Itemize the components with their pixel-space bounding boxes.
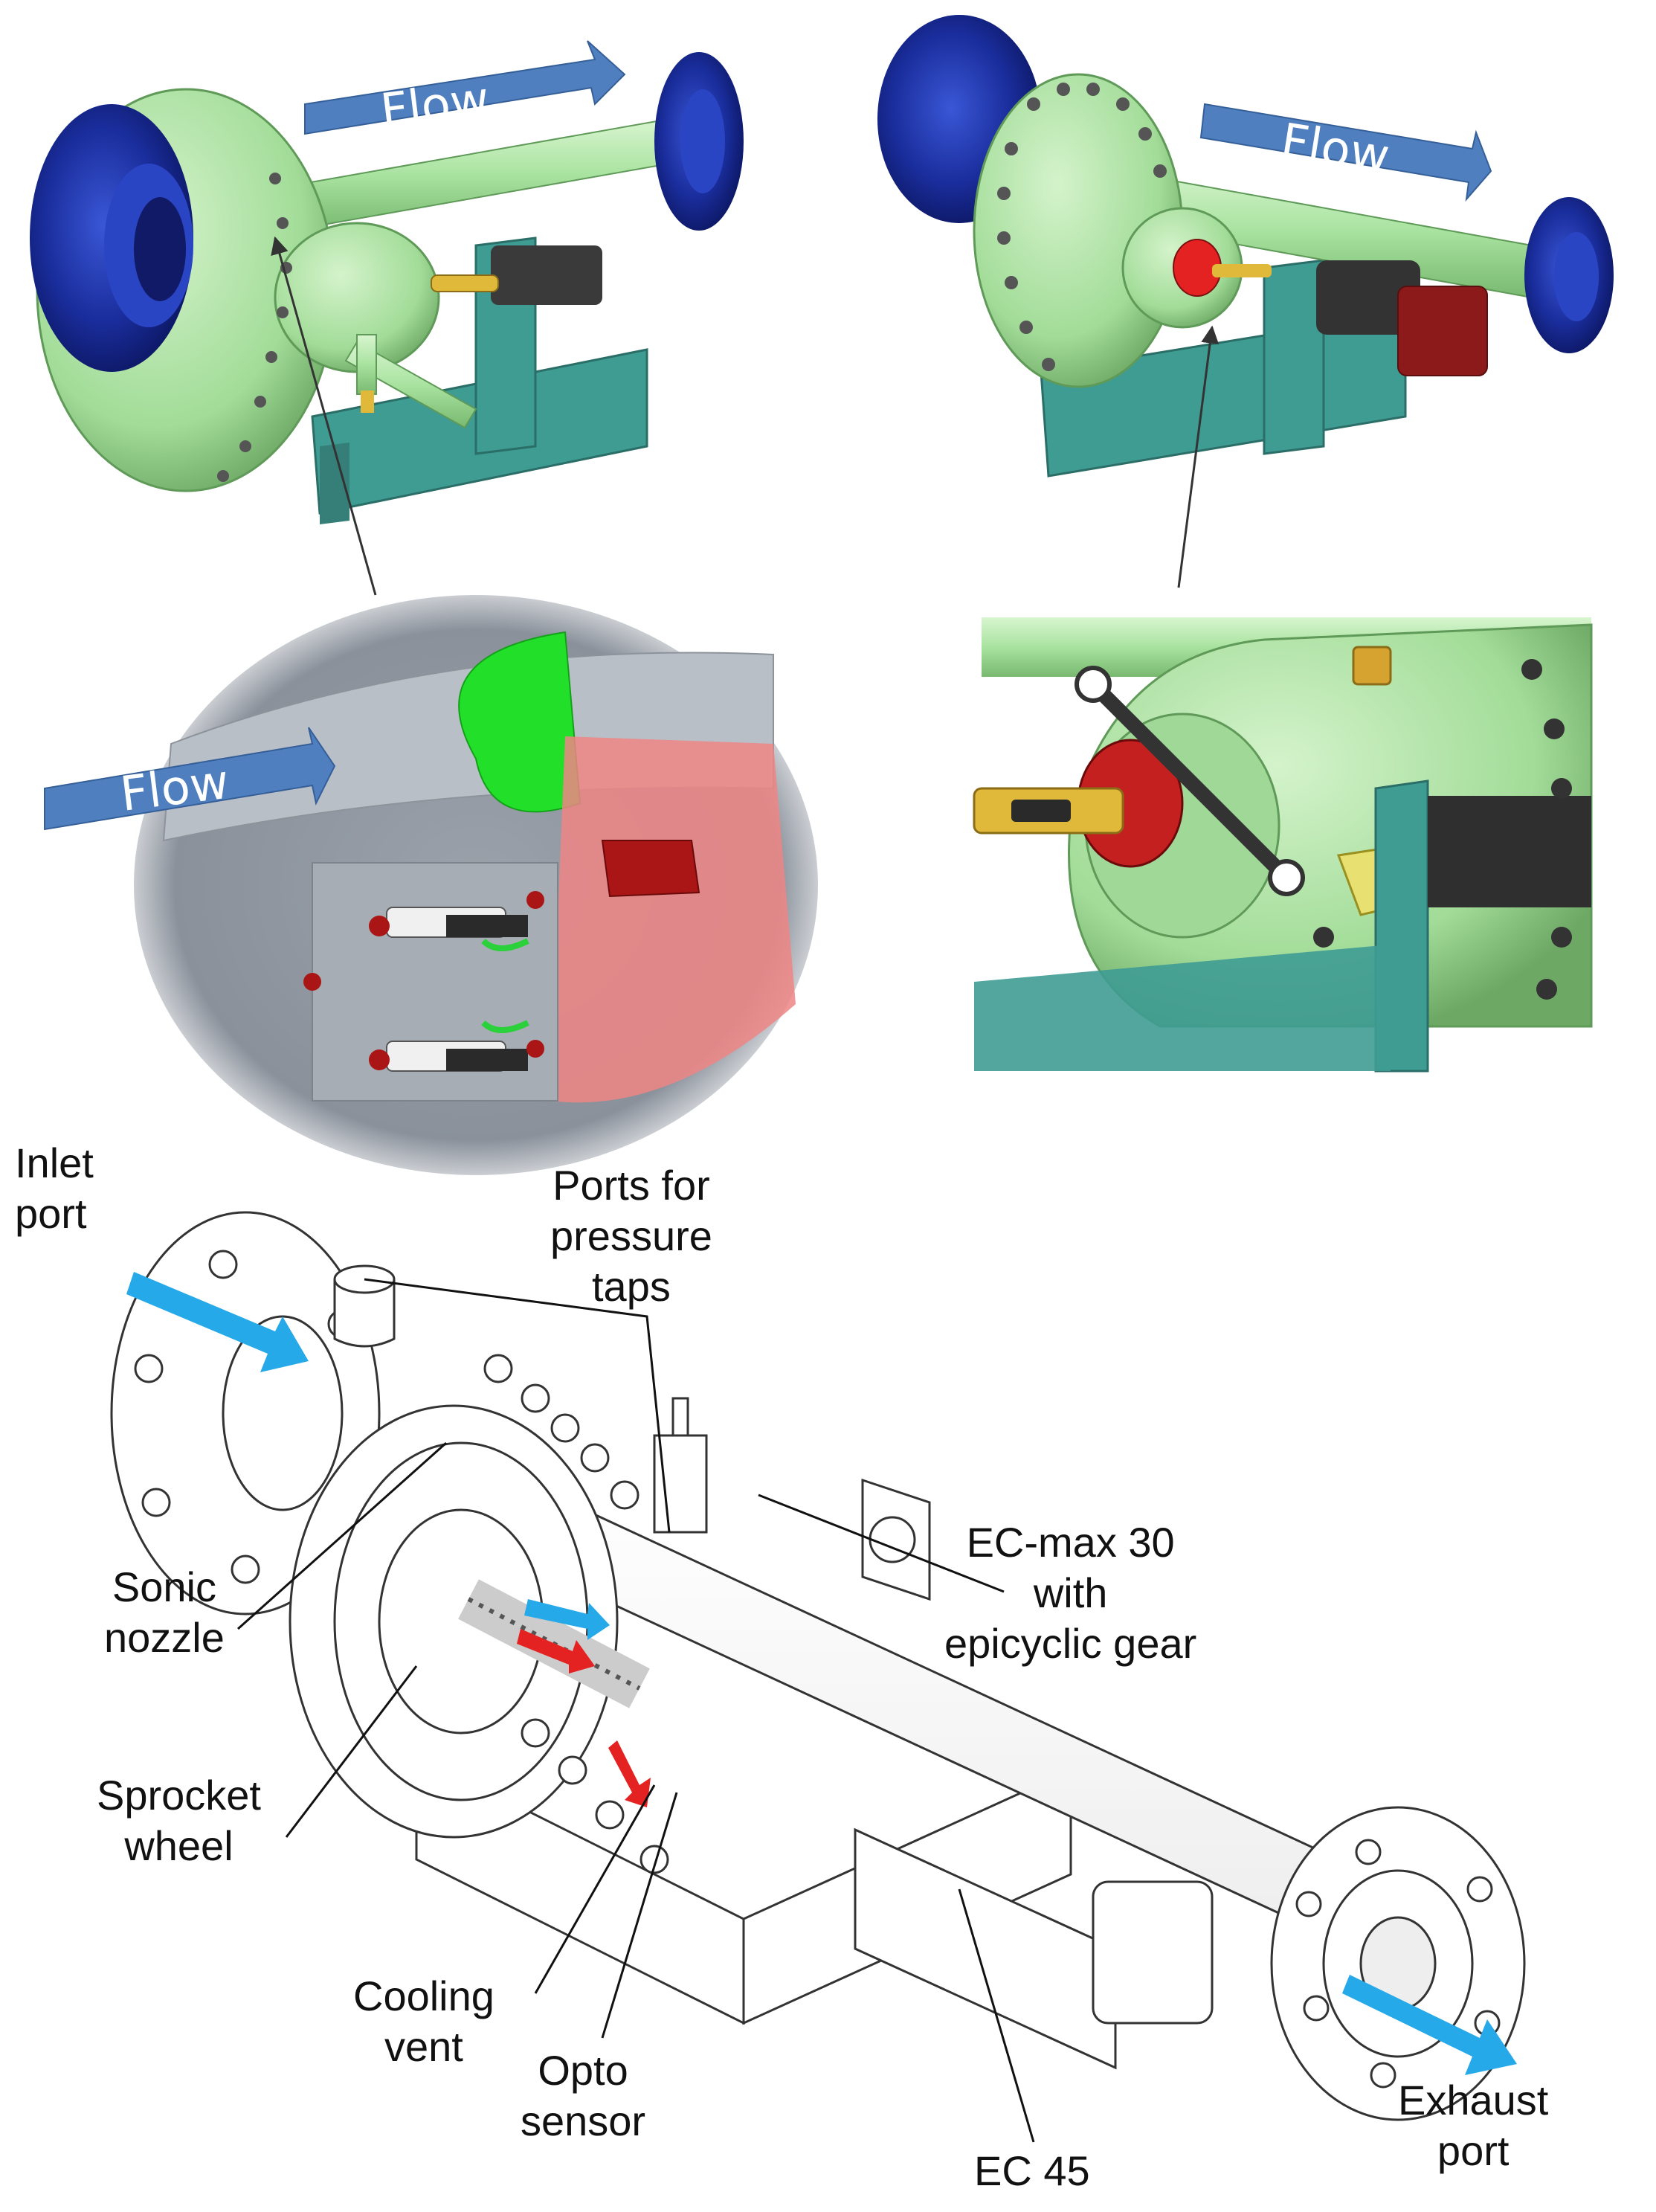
- flow-arrow-2: [1199, 103, 1492, 202]
- leader-sprocket-wheel: [285, 1665, 418, 1838]
- leader-ec45: [958, 1888, 1035, 2143]
- red-flow-marker-1: [517, 1629, 595, 1674]
- motor-block: [491, 245, 602, 305]
- flow-label-2: Flow: [1277, 114, 1393, 185]
- leader-top-left: [271, 236, 377, 596]
- exhaust-stream-arrow: [1342, 1975, 1517, 2075]
- flow-label-1: Flow: [378, 72, 492, 140]
- leader-ec-max: [758, 1494, 1005, 1593]
- leader-pressure-taps: [364, 1278, 671, 1533]
- red-flow-marker-2: [608, 1740, 651, 1807]
- top-right-assembly: Flow: [877, 15, 1614, 588]
- motor-cap: [1397, 286, 1488, 376]
- leader-top-right: [1177, 325, 1220, 588]
- label-ec45: EC 45: [974, 2147, 1090, 2194]
- inlet-stream-arrow: [126, 1272, 309, 1372]
- leader-lines: [237, 1278, 1035, 2143]
- leader-opto-sensor: [601, 1792, 678, 2039]
- top-left-assembly: Flow: [30, 40, 744, 596]
- leader-cooling-vent: [534, 1784, 656, 1994]
- flow-label-3: Flow: [117, 755, 232, 823]
- flow-arrow-3: [44, 727, 336, 831]
- detail-left: Flow: [44, 595, 818, 1175]
- green-nozzle: [458, 631, 581, 813]
- blue-flow-marker: [524, 1599, 610, 1640]
- pipe: [289, 118, 670, 232]
- flow-arrow-1: [304, 40, 626, 135]
- line-drawing: [110, 1211, 1526, 2121]
- detail-right: [973, 610, 1599, 1073]
- sprocket-detail: [550, 736, 796, 1103]
- leader-sonic-nozzle: [237, 1441, 447, 1630]
